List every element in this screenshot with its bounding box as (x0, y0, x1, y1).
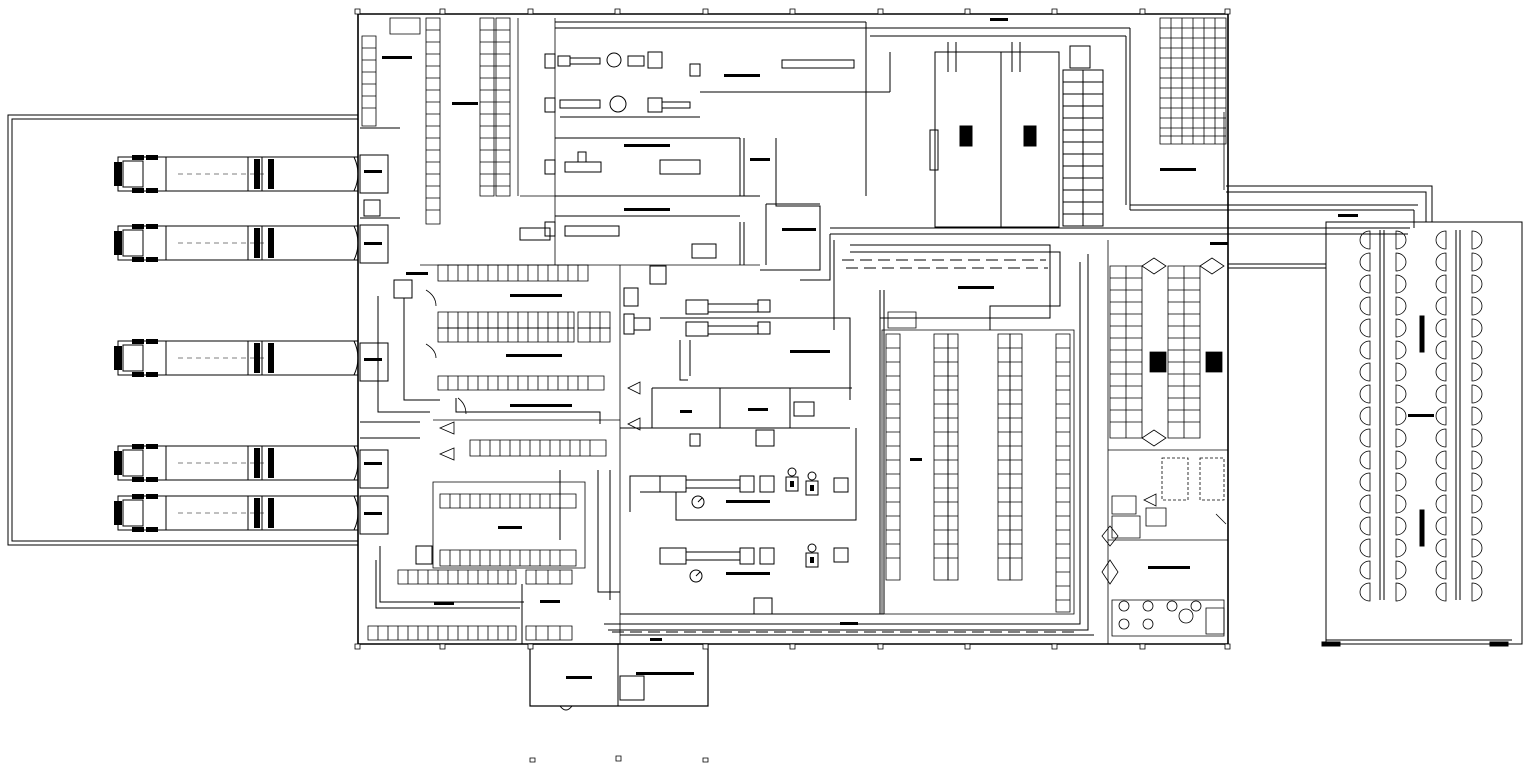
east-rack-field (1228, 222, 1522, 646)
loading-docks (360, 128, 432, 564)
process-lines-north (520, 22, 890, 265)
office-utility-block (1112, 496, 1224, 634)
gauge-icon (689, 495, 705, 583)
truck-icon (113, 154, 359, 533)
warehouse-racks-center (882, 312, 1074, 614)
room-label-marks (364, 18, 1434, 679)
column-grid-ticks (355, 9, 1230, 762)
door-swing-icon (426, 290, 1226, 524)
east-pipe-corridor (830, 186, 1432, 234)
process-equipment-center (620, 266, 884, 614)
cold-store-racks (1102, 240, 1228, 644)
piping-network (376, 196, 1094, 644)
production-racks-center-left (368, 265, 760, 644)
racks-northeast (1160, 18, 1226, 190)
valve-icon (785, 467, 819, 568)
tank-area-north (866, 28, 1130, 227)
truck-yard (8, 115, 358, 545)
